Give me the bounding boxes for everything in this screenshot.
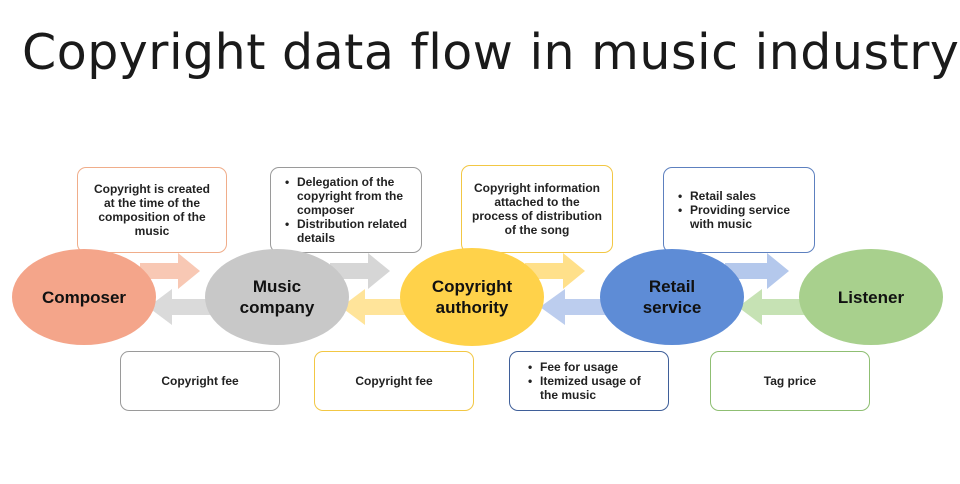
node-copyright-authority: Copyright authority bbox=[400, 248, 544, 346]
note-list-item: Distribution related details bbox=[285, 217, 415, 245]
arrow-authority-to-music-company bbox=[341, 289, 410, 325]
node-label: Copyright authority bbox=[431, 277, 513, 317]
note-list: Fee for usage Itemized usage of the musi… bbox=[524, 360, 662, 402]
node-composer: Composer bbox=[12, 249, 156, 345]
arrow-listener-to-retail bbox=[738, 289, 805, 325]
note-tag-price: Tag price bbox=[710, 351, 870, 411]
note-text: Copyright is created at the time of the … bbox=[93, 182, 211, 238]
note-authority-copyright-info: Copyright information attached to the pr… bbox=[461, 165, 613, 253]
note-text: Copyright fee bbox=[161, 374, 239, 388]
arrow-retail-to-authority bbox=[540, 289, 612, 325]
node-label: Music company bbox=[239, 277, 315, 317]
note-list: Retail sales Providing service with musi… bbox=[674, 189, 808, 231]
note-music-company-delegation: Delegation of the copyright from the com… bbox=[270, 167, 422, 253]
arrow-retail-to-listener bbox=[725, 253, 789, 289]
node-retail-service: Retail service bbox=[600, 249, 744, 345]
arrow-composer-to-music-company bbox=[140, 253, 200, 289]
arrow-music-company-to-authority bbox=[330, 253, 390, 289]
node-label: Retail service bbox=[642, 277, 702, 317]
note-text: Copyright fee bbox=[355, 374, 433, 388]
note-list: Delegation of the copyright from the com… bbox=[281, 175, 415, 245]
note-retail-sales: Retail sales Providing service with musi… bbox=[663, 167, 815, 253]
note-fee-for-usage: Fee for usage Itemized usage of the musi… bbox=[509, 351, 669, 411]
note-copyright-fee-music-company: Copyright fee bbox=[314, 351, 474, 411]
node-listener: Listener bbox=[799, 249, 943, 345]
page-title: Copyright data flow in music industry bbox=[22, 24, 960, 81]
note-list-item: Providing service with music bbox=[678, 203, 808, 231]
note-copyright-fee-composer: Copyright fee bbox=[120, 351, 280, 411]
note-list-item: Retail sales bbox=[678, 189, 808, 203]
note-composer-copyright-created: Copyright is created at the time of the … bbox=[77, 167, 227, 253]
arrow-authority-to-retail bbox=[525, 253, 585, 289]
note-list-item: Itemized usage of the music bbox=[528, 374, 662, 402]
node-music-company: Music company bbox=[205, 249, 349, 345]
node-label: Composer bbox=[41, 287, 127, 307]
node-label: Listener bbox=[837, 287, 905, 307]
arrow-music-company-to-composer bbox=[148, 289, 215, 325]
note-text: Copyright information attached to the pr… bbox=[471, 181, 602, 237]
note-list-item: Delegation of the copyright from the com… bbox=[285, 175, 415, 217]
note-list-item: Fee for usage bbox=[528, 360, 662, 374]
note-text: Tag price bbox=[763, 374, 817, 388]
